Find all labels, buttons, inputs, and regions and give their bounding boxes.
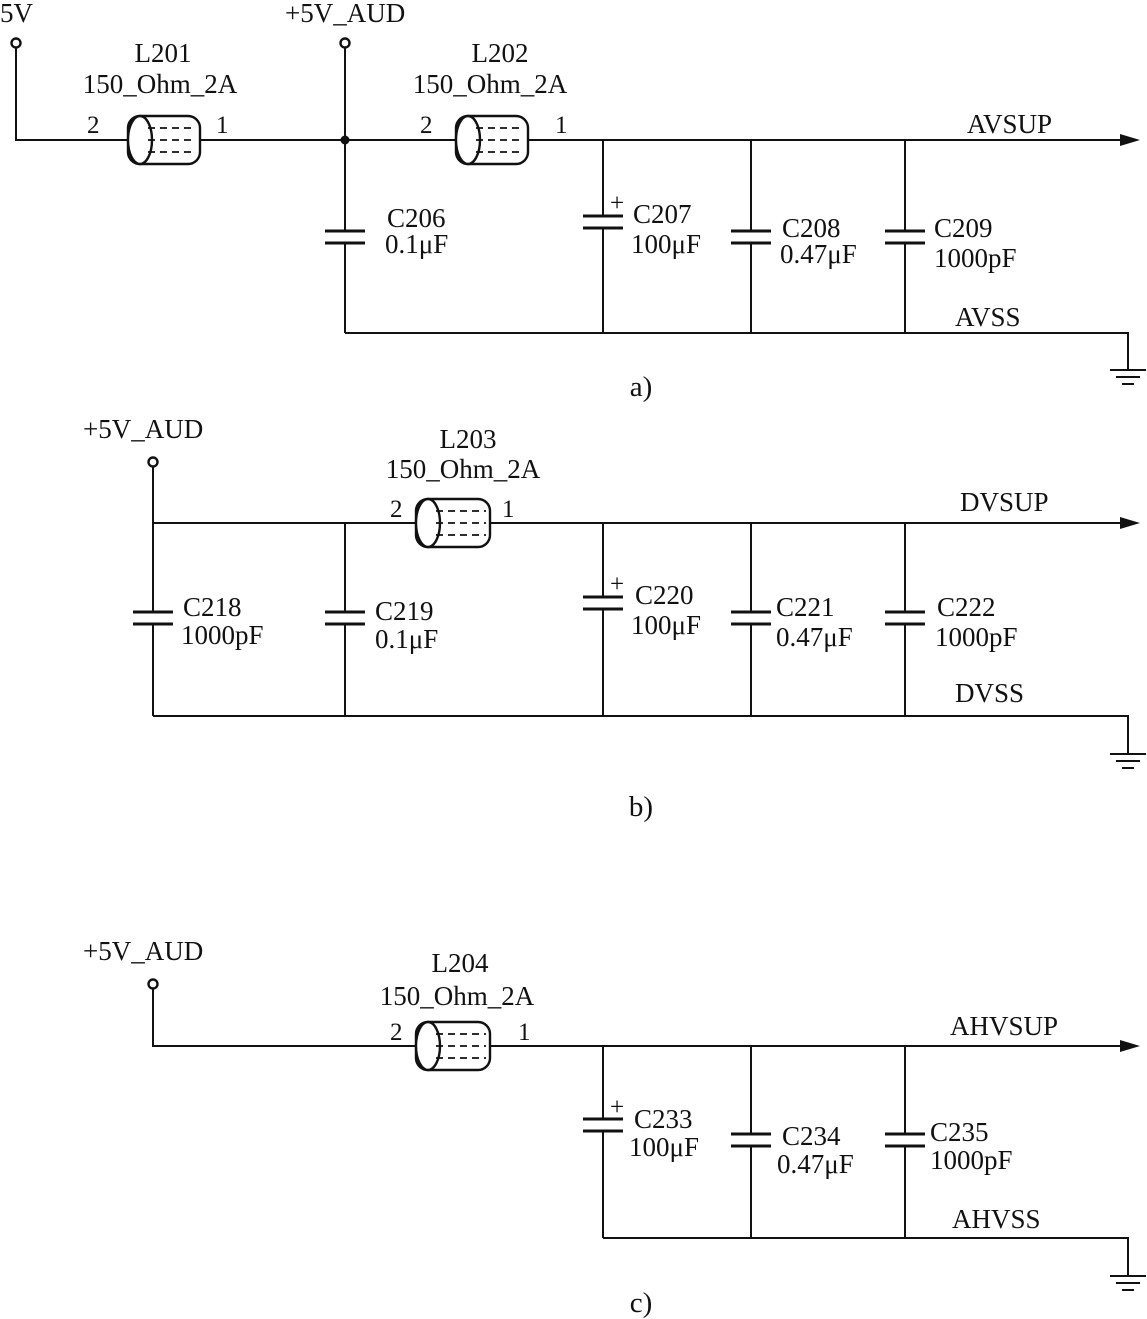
value-l201: 150_Ohm_2A xyxy=(83,69,238,99)
cap-a-c208 xyxy=(731,229,771,245)
ref-c208: C208 xyxy=(782,213,841,243)
cap-b-c220 xyxy=(583,595,623,611)
ref-c221: C221 xyxy=(776,592,835,622)
wire-b-dvss xyxy=(153,715,1129,754)
ref-c206: C206 xyxy=(387,203,446,233)
plus-a-c207: + xyxy=(610,190,624,217)
cap-a-c206 xyxy=(325,229,365,245)
ref-c233: C233 xyxy=(634,1104,693,1134)
ref-c220: C220 xyxy=(635,580,694,610)
ref-c219: C219 xyxy=(375,596,434,626)
ground-c xyxy=(1110,1275,1146,1291)
circuit-c: + +5V_AUD L204 150_Ohm_2A 2 1 C233 100μF… xyxy=(83,936,1146,1319)
net-b-aud: +5V_AUD xyxy=(83,414,203,444)
caption-c: c) xyxy=(630,1287,653,1319)
ferrite-a-l201 xyxy=(126,114,202,166)
value-c234: 0.47μF xyxy=(777,1149,854,1179)
ref-c207: C207 xyxy=(633,199,692,229)
wire-c-ahvss xyxy=(603,1237,1129,1276)
ref-c234: C234 xyxy=(782,1121,841,1151)
ferrite-c-l204 xyxy=(414,1020,492,1072)
ref-c218: C218 xyxy=(183,592,242,622)
cap-b-c222 xyxy=(885,610,925,626)
circuit-b: + +5V_AUD L203 150_Ohm_2A 2 1 C218 1000p… xyxy=(83,414,1146,823)
wire-a-5v-drop xyxy=(15,48,128,141)
ref-c235: C235 xyxy=(930,1117,989,1147)
cap-a-c209 xyxy=(885,229,925,245)
terminal-a-5v xyxy=(10,37,22,49)
ref-l201: L201 xyxy=(135,38,192,68)
pin-l203-2: 2 xyxy=(390,496,403,523)
value-l202: 150_Ohm_2A xyxy=(413,69,568,99)
value-l203: 150_Ohm_2A xyxy=(386,454,541,484)
ground-b xyxy=(1110,753,1146,769)
cap-c-c233 xyxy=(583,1117,623,1133)
ref-c222: C222 xyxy=(937,592,996,622)
ferrite-a-l202 xyxy=(454,114,530,166)
ref-l202: L202 xyxy=(472,38,529,68)
pin-l203-1: 1 xyxy=(502,496,515,523)
arrow-b-dvsup xyxy=(1120,517,1140,529)
cap-b-c219 xyxy=(325,610,365,626)
value-c220: 100μF xyxy=(631,610,701,640)
value-c233: 100μF xyxy=(629,1132,699,1162)
value-c209: 1000pF xyxy=(934,243,1017,273)
wire-b-aud-drop xyxy=(152,467,416,524)
ferrite-b-l203 xyxy=(414,497,492,549)
wire-c-aud-drop xyxy=(152,989,416,1047)
net-a-5v: 5V xyxy=(0,0,34,28)
plus-b-c220: + xyxy=(610,571,624,598)
net-avss: AVSS xyxy=(955,302,1021,332)
net-a-aud: +5V_AUD xyxy=(285,0,405,28)
wire-a-avss xyxy=(345,332,1129,370)
value-c218: 1000pF xyxy=(181,620,264,650)
pin-l202-1: 1 xyxy=(555,112,568,139)
pin-l204-2: 2 xyxy=(390,1019,403,1046)
cap-b-c221 xyxy=(731,610,771,626)
value-c235: 1000pF xyxy=(930,1145,1013,1175)
value-c208: 0.47μF xyxy=(780,239,857,269)
net-dvss: DVSS xyxy=(955,678,1024,708)
ref-l203: L203 xyxy=(440,424,497,454)
net-ahvsup: AHVSUP xyxy=(950,1011,1058,1041)
terminal-c-aud xyxy=(147,978,159,990)
caption-a: a) xyxy=(630,371,653,403)
net-dvsup: DVSUP xyxy=(960,487,1049,517)
terminal-a-aud xyxy=(339,37,351,49)
ref-c209: C209 xyxy=(934,213,993,243)
cap-c-c235 xyxy=(885,1132,925,1148)
cap-b-c218 xyxy=(133,610,173,626)
arrow-c-ahvsup xyxy=(1120,1040,1140,1052)
pin-l201-1: 1 xyxy=(216,112,229,139)
value-c206: 0.1μF xyxy=(385,229,448,259)
circuit-a: + 5V +5V_AUD L201 150_Ohm_2A 2 1 L202 15… xyxy=(0,0,1146,403)
net-ahvss: AHVSS xyxy=(952,1204,1041,1234)
value-c221: 0.47μF xyxy=(776,622,853,652)
arrow-a-avsup xyxy=(1120,134,1140,146)
value-c222: 1000pF xyxy=(935,622,1018,652)
plus-c-c233: + xyxy=(610,1094,624,1121)
ref-l204: L204 xyxy=(432,948,489,978)
value-l204: 150_Ohm_2A xyxy=(380,981,535,1011)
ground-a xyxy=(1110,369,1146,385)
cap-c-c234 xyxy=(731,1132,771,1148)
net-avsup: AVSUP xyxy=(967,109,1052,139)
pin-l204-1: 1 xyxy=(518,1019,531,1046)
pin-l202-2: 2 xyxy=(420,112,433,139)
net-c-aud: +5V_AUD xyxy=(83,936,203,966)
value-c219: 0.1μF xyxy=(375,624,438,654)
value-c207: 100μF xyxy=(631,229,701,259)
caption-b: b) xyxy=(629,791,653,823)
pin-l201-2: 2 xyxy=(87,112,100,139)
terminal-b-aud xyxy=(147,456,159,468)
cap-a-c207 xyxy=(583,214,623,230)
